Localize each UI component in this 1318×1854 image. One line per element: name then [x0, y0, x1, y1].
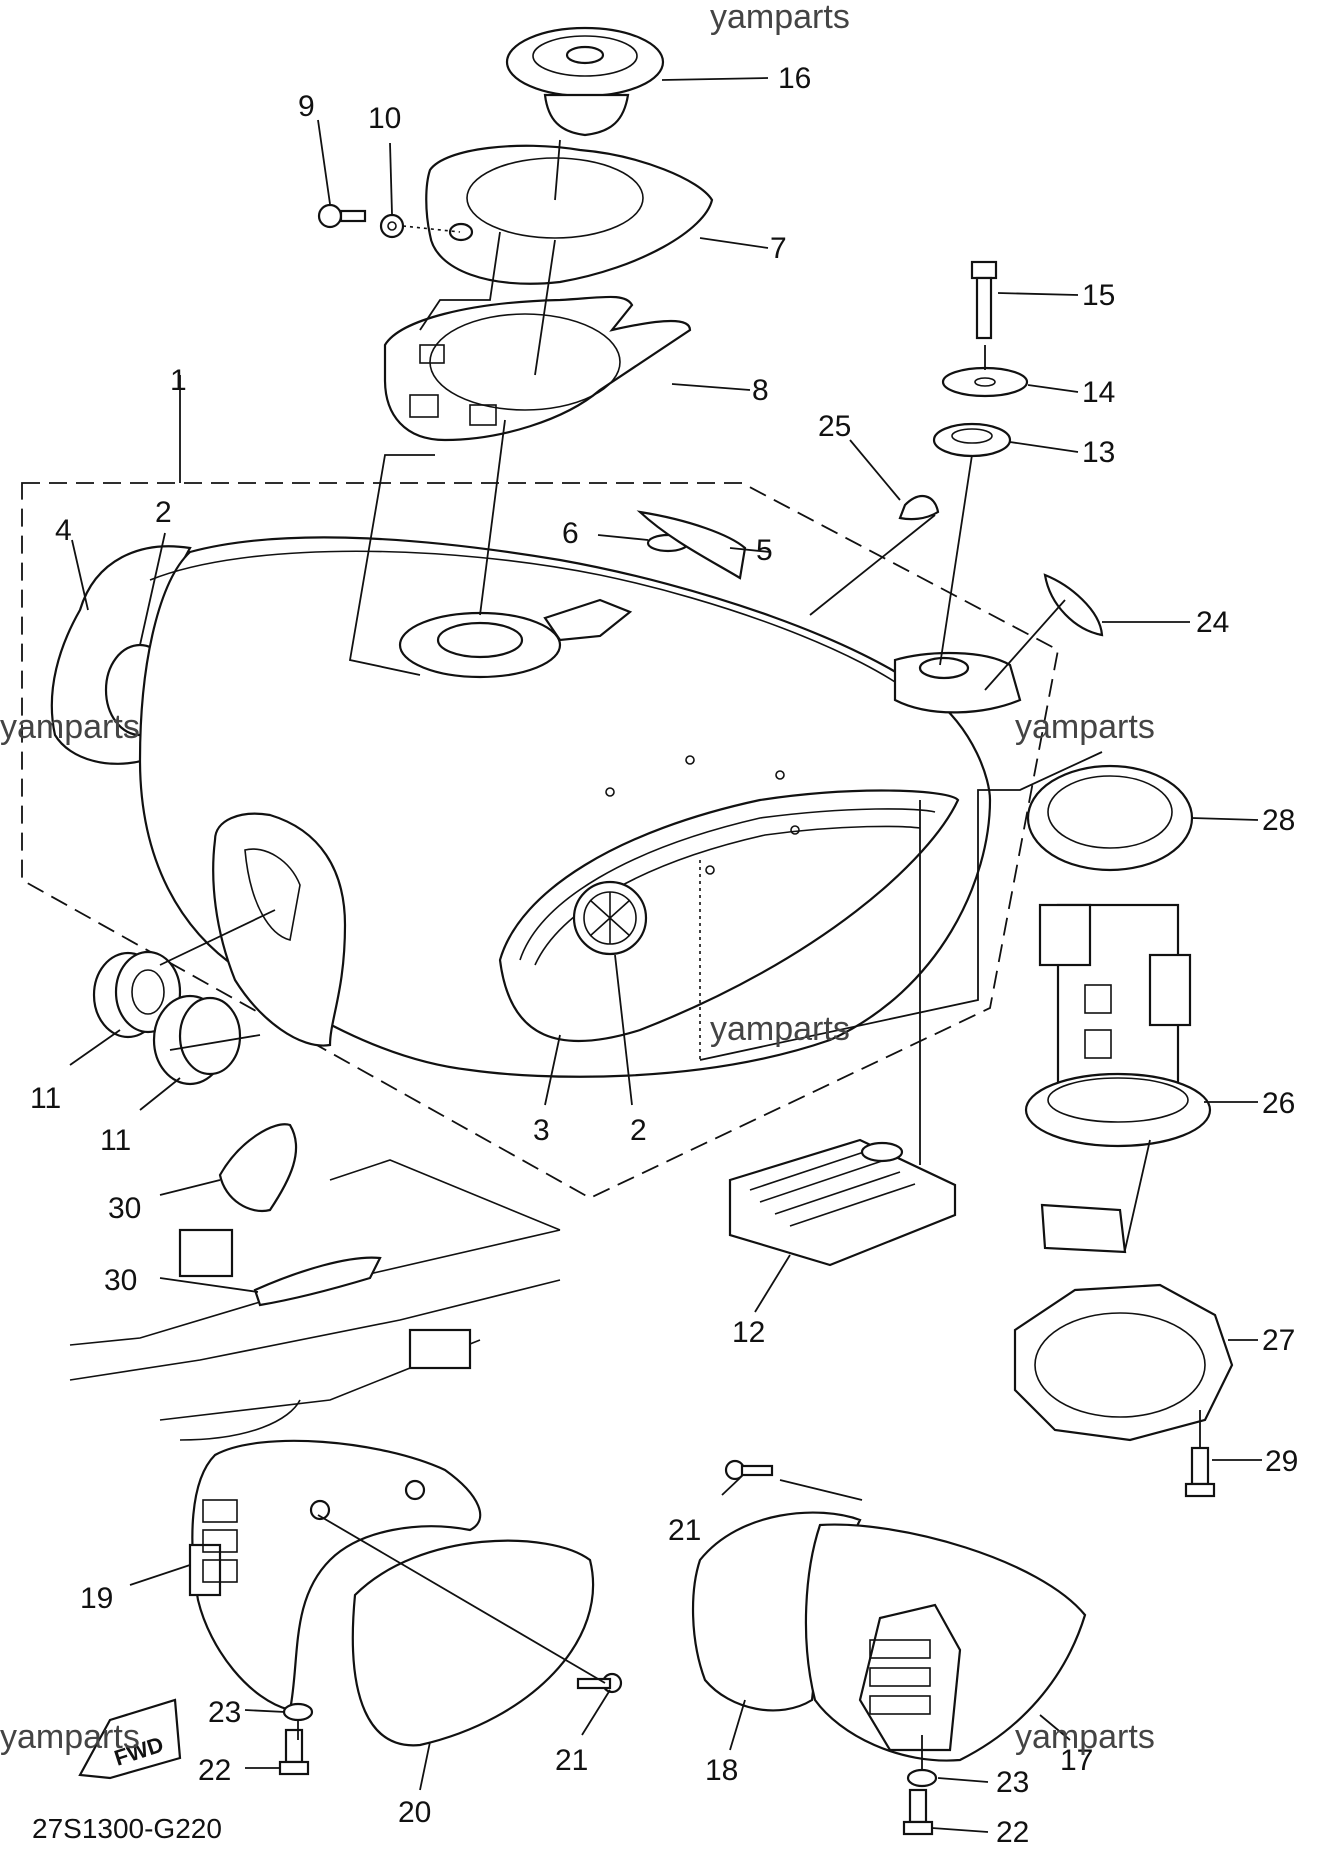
part-stripe-5: [636, 510, 747, 580]
part-side-cover-20: [351, 1539, 595, 1747]
part-bolt-22-right: [902, 1788, 934, 1836]
part-screw-21-left: [576, 1672, 623, 1694]
callout-7: 7: [770, 232, 787, 265]
callout-22-right: 22: [996, 1816, 1029, 1849]
part-grommet-13: [932, 422, 1012, 458]
callout-27: 27: [1262, 1324, 1295, 1357]
callout-2-bottom: 2: [630, 1114, 647, 1147]
frame-section: [69, 1159, 561, 1441]
callout-1: 1: [170, 364, 187, 397]
callout-25: 25: [818, 410, 851, 443]
callout-8: 8: [752, 374, 769, 407]
watermark: yamparts: [1015, 708, 1155, 746]
part-bracket-ring: [383, 295, 692, 442]
watermark: yamparts: [0, 708, 140, 746]
callout-18: 18: [705, 1754, 738, 1787]
callout-9: 9: [298, 90, 315, 123]
watermark: yamparts: [0, 1718, 140, 1756]
callout-23-left: 23: [208, 1696, 241, 1729]
callout-30-lower: 30: [104, 1264, 137, 1297]
watermark: yamparts: [710, 0, 850, 36]
callout-19: 19: [80, 1582, 113, 1615]
callout-30-upper: 30: [108, 1192, 141, 1225]
callout-4: 4: [55, 514, 72, 547]
part-side-cover-19: [188, 1439, 482, 1712]
assembly-boundary: [21, 482, 1060, 1200]
callout-24: 24: [1196, 606, 1229, 639]
fwd-arrow-icon: FWD: [78, 1698, 182, 1780]
part-bolt-22-left: [278, 1728, 310, 1776]
part-washer-14: [941, 366, 1029, 398]
part-nut-11b: [152, 994, 242, 1086]
part-hose-30-lower: [253, 1256, 382, 1307]
callout-11-a: 11: [30, 1082, 61, 1115]
part-bolt-29: [1184, 1446, 1216, 1498]
part-filler-cap: [505, 26, 665, 137]
callout-22-left: 22: [198, 1754, 231, 1787]
callout-2-top: 2: [155, 496, 172, 529]
callout-10: 10: [368, 102, 401, 135]
part-gasket-27: [1013, 1283, 1234, 1442]
part-tank-cover: [425, 144, 714, 285]
part-fuel-pump-26: [1024, 903, 1212, 1254]
part-washer-23-right: [906, 1768, 938, 1788]
callout-17: 17: [1060, 1744, 1093, 1777]
callout-5: 5: [756, 534, 773, 567]
callout-14: 14: [1082, 376, 1115, 409]
callout-15: 15: [1082, 279, 1115, 312]
callout-21-left: 21: [555, 1744, 588, 1777]
leader-lines: [69, 77, 1262, 1833]
callout-26: 26: [1262, 1087, 1295, 1120]
callout-20: 20: [398, 1796, 431, 1829]
part-bolt-9: [317, 203, 367, 229]
callout-16: 16: [778, 62, 811, 95]
callout-12: 12: [732, 1316, 765, 1349]
part-hose-30-upper: [218, 1123, 298, 1213]
callout-3: 3: [533, 1114, 550, 1147]
part-washer-10: [379, 213, 405, 239]
callout-11-b: 11: [100, 1124, 131, 1157]
callout-6: 6: [562, 517, 579, 550]
part-washer-23-left: [282, 1702, 314, 1722]
part-pad-25: [898, 495, 940, 521]
callout-29: 29: [1265, 1445, 1298, 1478]
part-screw-21-right: [724, 1459, 774, 1481]
watermark: yamparts: [710, 1010, 850, 1048]
callout-13: 13: [1082, 436, 1115, 469]
part-side-cover-17: [804, 1523, 1087, 1762]
part-fuel-tank: [138, 536, 1022, 1078]
watermark: yamparts: [1015, 1718, 1155, 1756]
part-ring-28: [1026, 764, 1194, 872]
callout-28: 28: [1262, 804, 1295, 837]
part-pad-12: [728, 1138, 957, 1267]
callout-21-right: 21: [668, 1514, 701, 1547]
callout-23-right: 23: [996, 1766, 1029, 1799]
diagram-code: 27S1300-G220: [32, 1813, 222, 1844]
part-bolt-15: [970, 260, 998, 340]
assembly-guides: [159, 139, 1201, 1770]
part-pad-24: [1043, 573, 1104, 637]
